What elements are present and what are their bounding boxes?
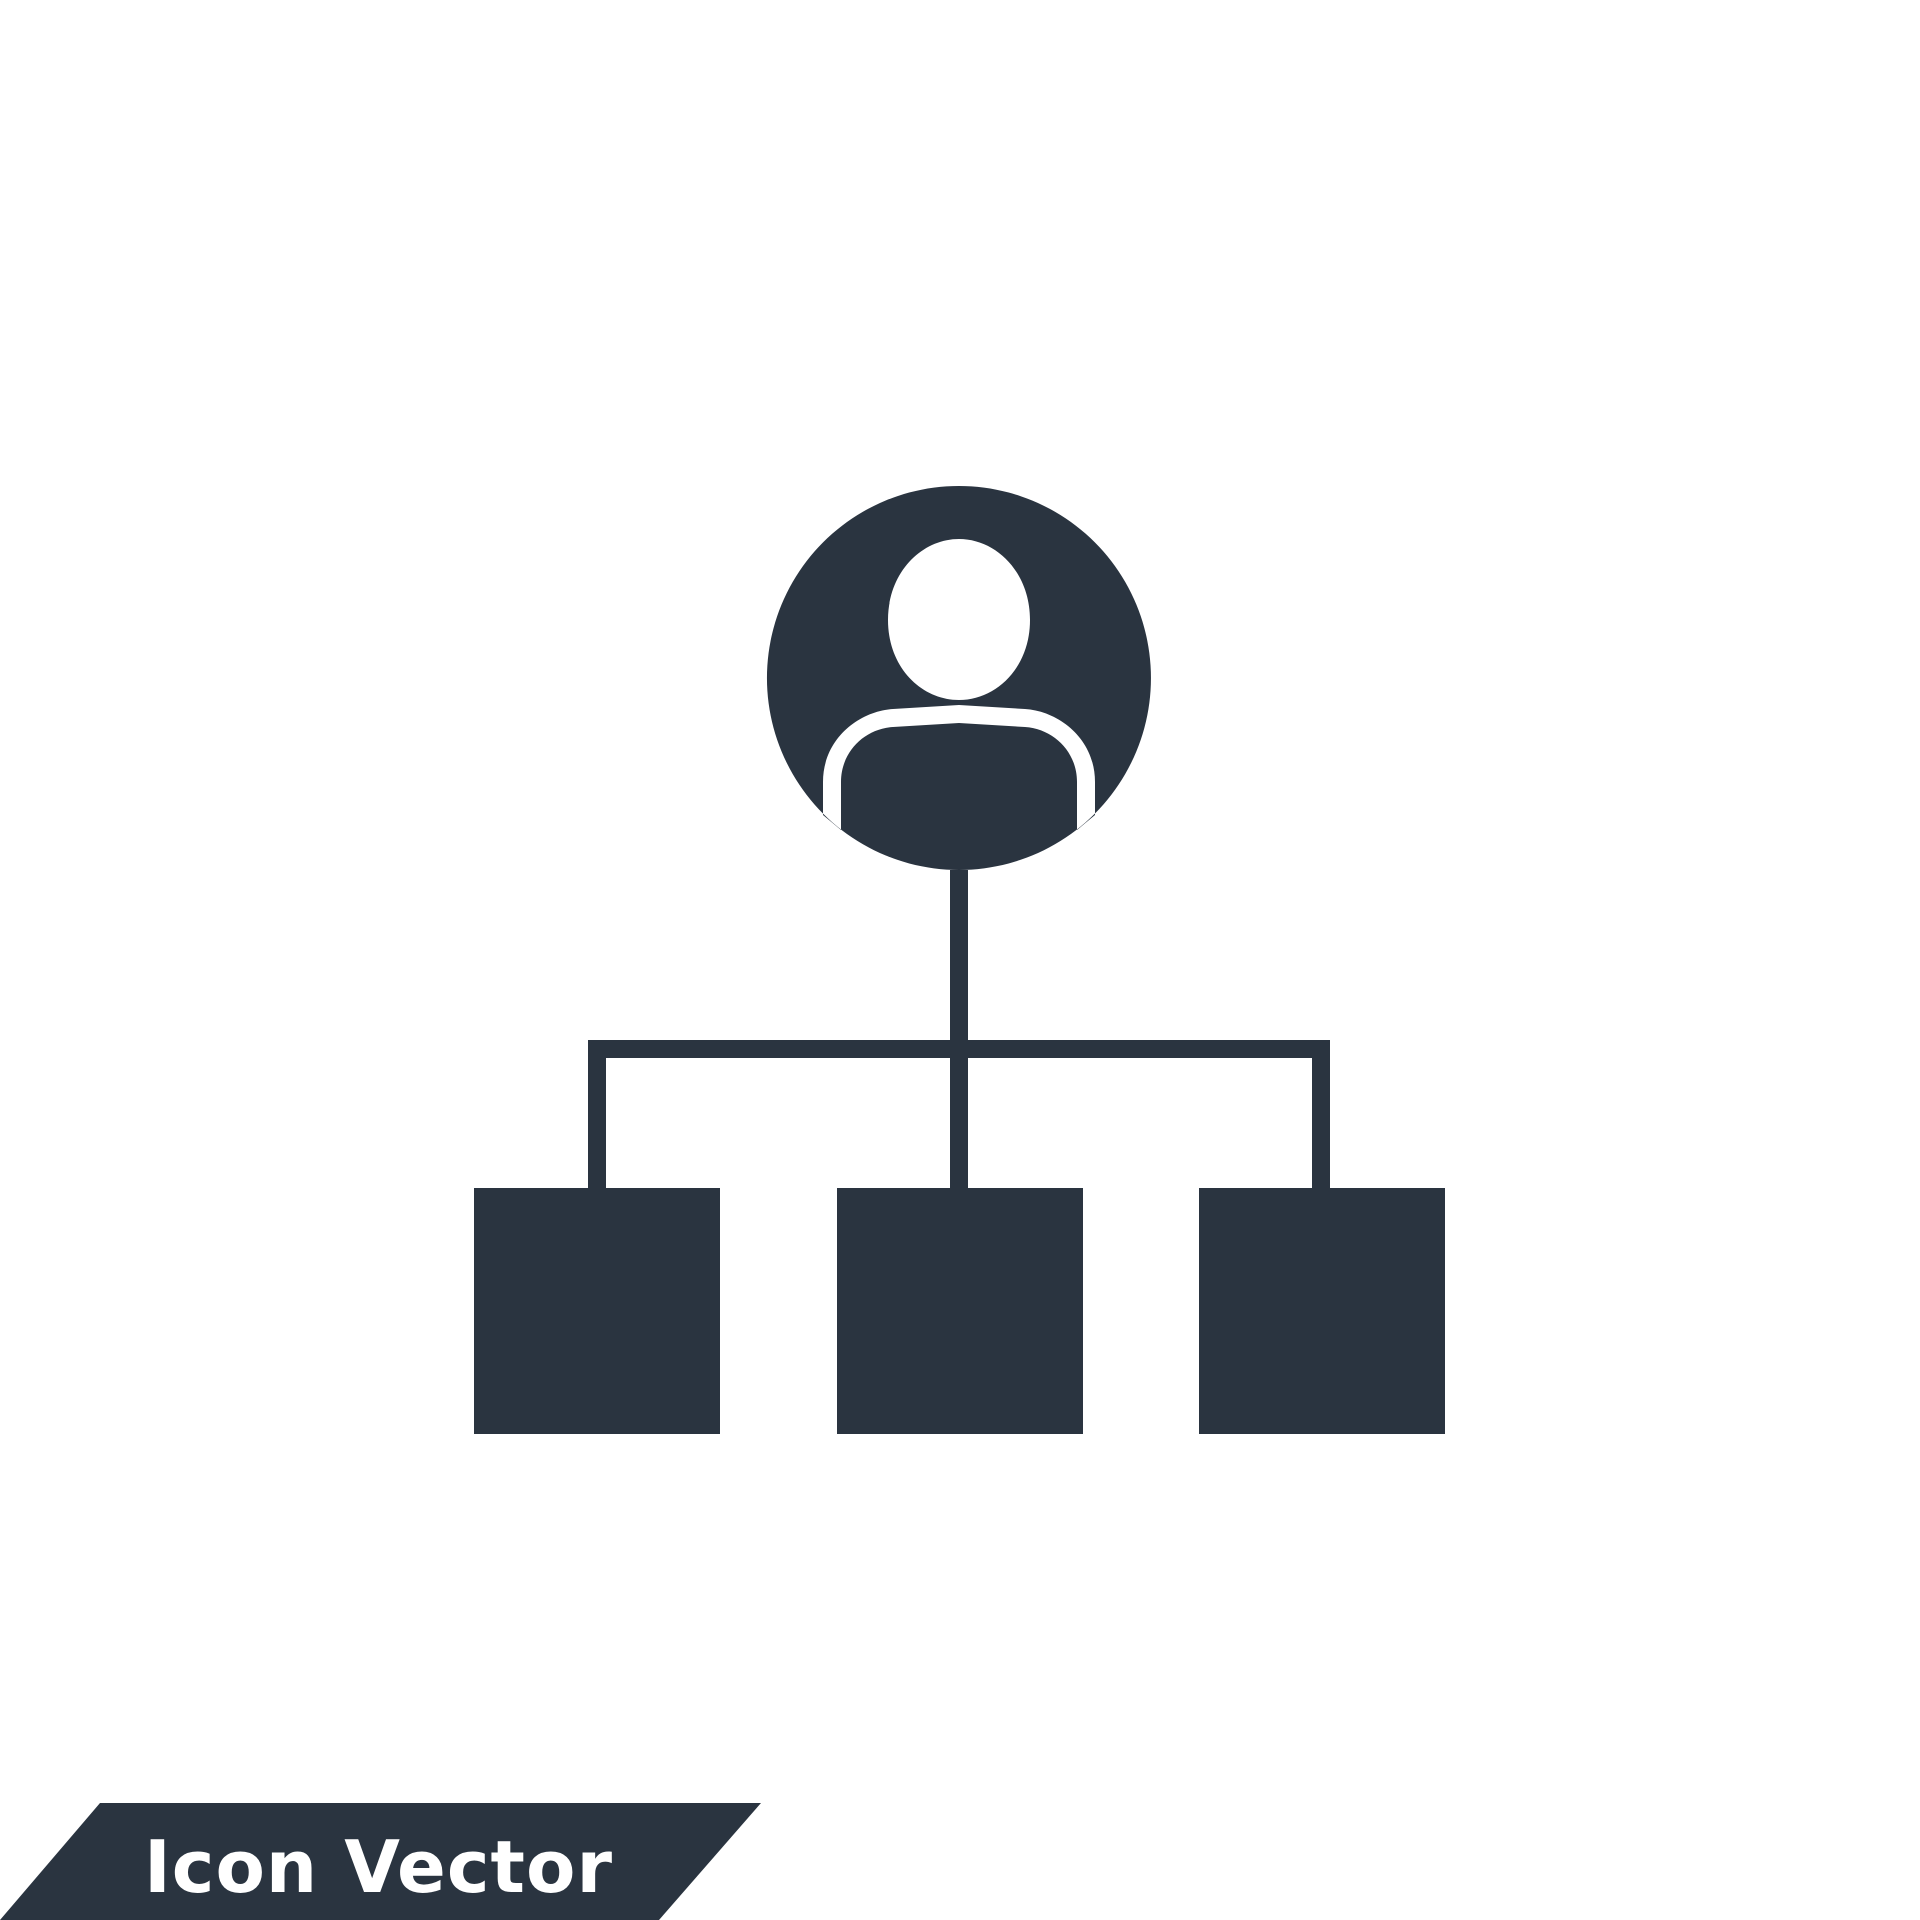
child-box-middle: [837, 1188, 1083, 1434]
connector-stem: [950, 870, 968, 1040]
connector-middle: [950, 1058, 968, 1188]
banner-label: Icon Vector: [144, 1825, 613, 1909]
child-box-right: [1199, 1188, 1445, 1434]
connector-bar: [588, 1040, 1330, 1188]
person-avatar-icon: [766, 486, 1151, 871]
child-box-left: [474, 1188, 720, 1434]
